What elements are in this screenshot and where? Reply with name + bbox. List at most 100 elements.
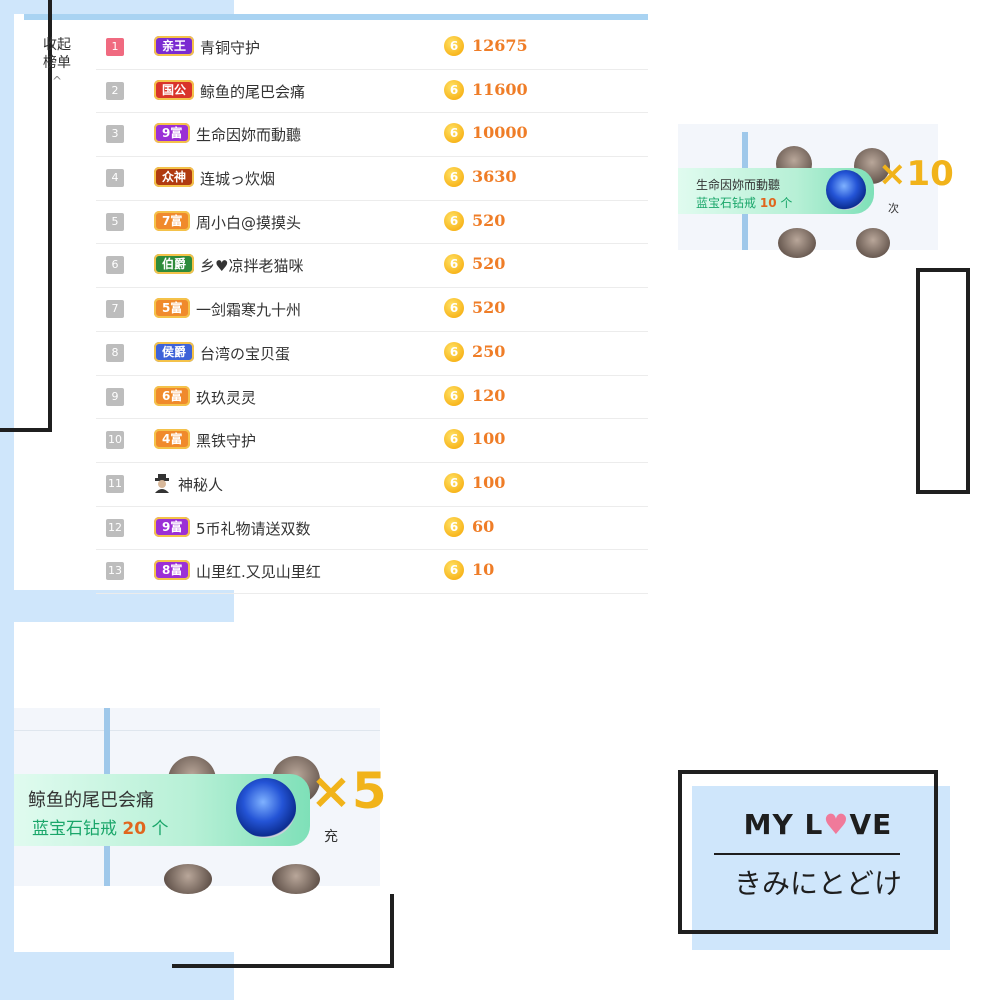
coin-icon: 6 bbox=[444, 341, 464, 362]
coin-amount: 520 bbox=[472, 254, 506, 274]
user-name[interactable]: 青铜守护 bbox=[200, 39, 261, 57]
gift-name: 蓝宝石钻戒 bbox=[696, 196, 757, 210]
coin-icon: 6 bbox=[444, 123, 464, 144]
card-title: MY L♥VE bbox=[692, 808, 944, 841]
level-badge: 众神 bbox=[154, 167, 195, 188]
list-item[interactable]: 9 6富玖玖灵灵 6 120 bbox=[96, 376, 648, 420]
user-name[interactable]: 生命因妳而動聽 bbox=[196, 126, 302, 145]
background-band-bottom bbox=[14, 952, 234, 1000]
level-badge: 6富 bbox=[154, 385, 191, 406]
coin-amount: 120 bbox=[472, 385, 506, 405]
list-item[interactable]: 10 4富黑铁守护 6 100 bbox=[96, 419, 648, 463]
coin-icon: 6 bbox=[444, 429, 464, 450]
user-name[interactable]: 台湾の宝贝蛋 bbox=[200, 344, 291, 363]
user-name[interactable]: 乡♥凉拌老猫咪 bbox=[200, 257, 304, 276]
coin-icon: 6 bbox=[444, 472, 464, 493]
rank-number: 9 bbox=[106, 387, 124, 406]
list-item[interactable]: 4 众神连城っ炊烟 6 3630 bbox=[96, 157, 648, 201]
coin-amount: 10 bbox=[472, 560, 495, 580]
user-name[interactable]: 周小白@摸摸头 bbox=[196, 213, 302, 232]
decorative-frame-right bbox=[916, 268, 970, 494]
level-badge: 亲王 bbox=[154, 36, 195, 56]
card-background bbox=[692, 786, 950, 950]
gift-side-text: 充 bbox=[324, 829, 338, 845]
list-item[interactable]: 6 伯爵乡♥凉拌老猫咪 6 520 bbox=[96, 244, 648, 289]
coin-amount: 520 bbox=[472, 298, 506, 318]
coin-amount: 12675 bbox=[472, 36, 528, 55]
user-name[interactable]: 玖玖灵灵 bbox=[196, 388, 257, 407]
sapphire-ring-icon bbox=[826, 170, 866, 210]
chevron-up-icon: ^ bbox=[51, 74, 63, 88]
decorative-frame-left bbox=[0, 0, 52, 432]
user-name[interactable]: 5币礼物请送双数 bbox=[196, 519, 311, 538]
coin-icon: 6 bbox=[444, 167, 464, 188]
gift-description: 蓝宝石钻戒 20 个 bbox=[32, 814, 168, 839]
gift-sender-name: 鲸鱼的尾巴会痛 bbox=[28, 790, 154, 811]
level-badge: 4富 bbox=[154, 429, 191, 450]
coin-icon: 6 bbox=[444, 210, 464, 231]
collapse-list-button[interactable]: 收起 榜单 ^ bbox=[36, 36, 78, 90]
gift-notification-2: 鲸鱼的尾巴会痛 蓝宝石钻戒 20 个 ×5 充 bbox=[14, 708, 387, 894]
top-border-strip bbox=[24, 14, 648, 20]
coin-icon: 6 bbox=[444, 254, 464, 275]
coin-amount: 250 bbox=[472, 341, 506, 361]
gift-count: 10 bbox=[759, 196, 777, 210]
rank-number: 1 bbox=[106, 38, 124, 56]
background-band-top bbox=[14, 0, 234, 14]
gift-name: 蓝宝石钻戒 bbox=[32, 819, 117, 839]
rank-number: 7 bbox=[106, 300, 124, 319]
level-badge: 国公 bbox=[154, 79, 195, 100]
coin-amount: 60 bbox=[472, 516, 495, 536]
sapphire-ring-icon bbox=[236, 778, 296, 838]
user-name[interactable]: 鲸鱼的尾巴会痛 bbox=[200, 82, 306, 101]
coin-amount: 3630 bbox=[472, 167, 517, 187]
rank-number: 6 bbox=[106, 256, 124, 275]
gift-multiplier: ×10 bbox=[878, 154, 954, 194]
coin-icon: 6 bbox=[444, 36, 464, 56]
gift-unit: 个 bbox=[780, 196, 793, 210]
level-badge: 侯爵 bbox=[154, 341, 195, 362]
rank-number: 13 bbox=[106, 562, 124, 581]
gift-notification-1: 生命因妳而動聽 蓝宝石钻戒 10 个 ×10 次 bbox=[678, 124, 954, 258]
card-frame bbox=[678, 770, 938, 934]
user-name[interactable]: 一剑霜寒九十州 bbox=[196, 301, 302, 320]
level-badge: 5富 bbox=[154, 298, 191, 319]
gift-description: 蓝宝石钻戒 10 个 bbox=[696, 194, 792, 211]
level-badge: 8富 bbox=[154, 560, 191, 581]
rank-number: 3 bbox=[106, 125, 124, 144]
coin-amount: 10000 bbox=[472, 123, 528, 143]
gift-side-text: 次 bbox=[888, 202, 899, 215]
coin-icon: 6 bbox=[444, 79, 464, 100]
coin-amount: 520 bbox=[472, 210, 506, 230]
background-band-middle bbox=[14, 590, 234, 622]
collapse-label-line2: 榜单 bbox=[43, 55, 71, 71]
level-badge: 伯爵 bbox=[154, 254, 195, 275]
avatar bbox=[272, 864, 320, 894]
gift-unit: 个 bbox=[151, 819, 169, 839]
rank-number: 10 bbox=[106, 431, 124, 450]
avatar bbox=[778, 228, 816, 258]
list-item[interactable]: 1 亲王青铜守护 6 12675 bbox=[96, 26, 648, 70]
user-name[interactable]: 黑铁守护 bbox=[196, 432, 257, 451]
level-badge: 7富 bbox=[154, 210, 191, 231]
list-item[interactable]: 3 9富生命因妳而動聽 6 10000 bbox=[96, 113, 648, 158]
background-band-left bbox=[0, 0, 14, 1000]
coin-icon: 6 bbox=[444, 516, 464, 537]
rank-number: 4 bbox=[106, 169, 124, 188]
user-name[interactable]: 神秘人 bbox=[178, 475, 224, 494]
coin-icon: 6 bbox=[444, 385, 464, 406]
level-badge: 9富 bbox=[154, 123, 191, 144]
coin-amount: 11600 bbox=[472, 79, 528, 99]
coin-amount: 100 bbox=[472, 429, 506, 449]
panel-divider bbox=[14, 730, 380, 731]
user-name[interactable]: 连城っ炊烟 bbox=[200, 170, 276, 189]
user-name[interactable]: 山里红.又见山里红 bbox=[196, 563, 321, 582]
